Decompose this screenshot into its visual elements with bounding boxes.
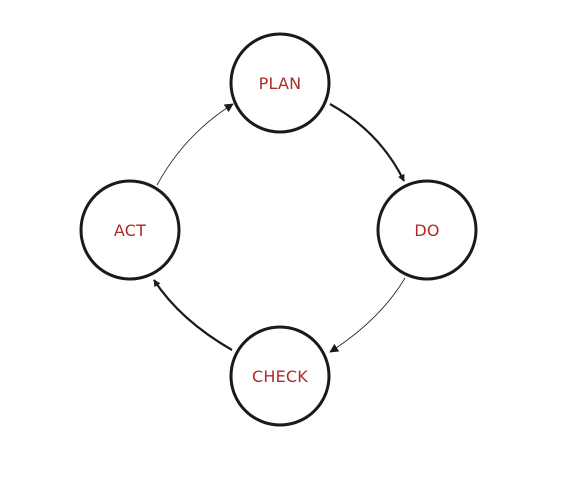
node-check: CHECK bbox=[229, 325, 331, 427]
edge-plan-to-do bbox=[329, 103, 405, 182]
edge-check-to-act bbox=[153, 279, 233, 351]
edge-act-to-plan bbox=[156, 103, 234, 186]
node-act-label: ACT bbox=[114, 221, 146, 240]
node-do-label: DO bbox=[414, 221, 439, 240]
node-do: DO bbox=[376, 179, 478, 281]
node-plan: PLAN bbox=[229, 32, 331, 134]
node-check-label: CHECK bbox=[252, 367, 308, 386]
node-plan-label: PLAN bbox=[259, 74, 302, 93]
node-act: ACT bbox=[79, 179, 181, 281]
edge-do-to-check bbox=[329, 277, 406, 353]
